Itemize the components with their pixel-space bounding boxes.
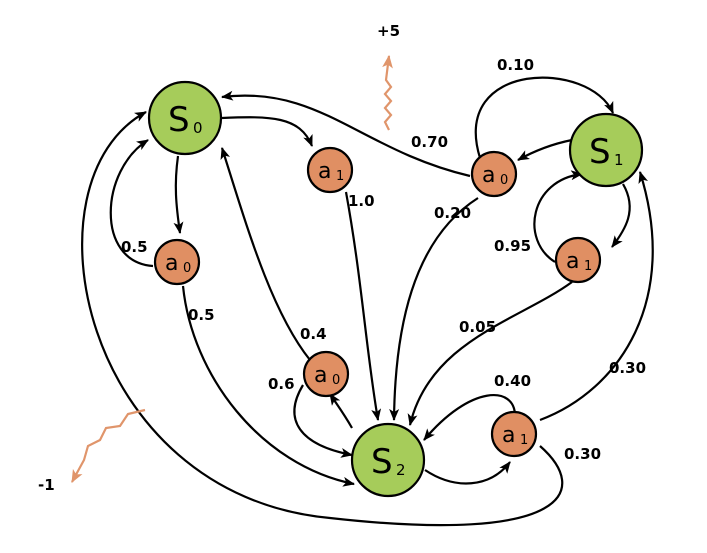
edge-s1a0-to-s1 (474, 76, 615, 159)
reward-negative-label: -1 (38, 476, 55, 494)
edge-s2a0-to-s2 (293, 384, 353, 458)
svg-text:a: a (482, 163, 495, 188)
state-s2: S 2 (350, 422, 426, 498)
prob-s0a0-s0: 0.5 (121, 238, 148, 256)
svg-text:S: S (371, 442, 393, 482)
edge-s1a0-to-s0 (221, 90, 471, 178)
svg-text:2: 2 (396, 461, 406, 479)
svg-text:a: a (165, 251, 178, 276)
svg-text:1: 1 (336, 169, 344, 184)
action-s2-a1: a 1 (490, 410, 538, 458)
prob-s2a0-s0: 0.4 (300, 325, 327, 343)
action-s0-a0: a 0 (153, 238, 201, 286)
prob-s0a1-s2: 1.0 (348, 192, 375, 210)
prob-s1a0-s0: 0.70 (411, 133, 448, 151)
svg-text:1: 1 (520, 433, 528, 448)
svg-text:0: 0 (183, 261, 191, 276)
edge-s1a1-to-s1 (533, 170, 583, 263)
edge-s2a0-to-s0 (220, 147, 311, 361)
edge-s1-to-s1a1 (611, 183, 631, 248)
edge-s0-to-s0a1 (221, 116, 314, 147)
action-s1-a1: a 1 (554, 236, 602, 284)
svg-text:S: S (589, 132, 611, 172)
svg-text:a: a (314, 363, 327, 388)
prob-s1a1-s1: 0.95 (494, 237, 531, 255)
action-s1-a0: a 0 (470, 150, 518, 198)
edge-s0a0-to-s2 (181, 285, 355, 487)
edge-s2-to-s2a0 (329, 393, 353, 429)
reward-negative-arrow (71, 408, 146, 483)
action-s2-a0: a 0 (302, 350, 350, 398)
edge-s2a1-to-s1 (539, 171, 654, 422)
edge-s0a1-to-s2 (344, 191, 382, 421)
edge-s0a0-to-s0 (109, 139, 154, 268)
svg-text:a: a (502, 423, 515, 448)
svg-text:0: 0 (193, 119, 203, 137)
svg-text:1: 1 (614, 151, 624, 169)
edge-s1-to-s1a0 (517, 138, 573, 161)
edge-s2a1-to-s2 (423, 394, 517, 441)
prob-s2a1-s1: 0.30 (609, 359, 646, 377)
svg-text:a: a (566, 249, 579, 274)
prob-s2a1-s2: 0.40 (494, 372, 531, 390)
reward-positive-arrow (382, 54, 393, 131)
svg-text:0: 0 (500, 173, 508, 188)
action-s0-a1: a 1 (306, 146, 354, 194)
edge-s2a1-to-s0 (81, 111, 564, 527)
edge-s1a0-to-s2 (389, 197, 479, 421)
prob-s2a0-s2: 0.6 (268, 375, 295, 393)
svg-text:a: a (318, 159, 331, 184)
svg-text:0: 0 (332, 373, 340, 388)
state-s0: S 0 (147, 80, 223, 156)
svg-text:1: 1 (584, 259, 592, 274)
prob-s0a0-s2: 0.5 (188, 306, 215, 324)
edge-s1a1-to-s2 (407, 281, 573, 426)
svg-text:S: S (168, 100, 190, 140)
edge-s2-to-s2a1 (424, 461, 511, 485)
prob-s2a1-s0: 0.30 (564, 445, 601, 463)
state-s1: S 1 (568, 112, 644, 188)
edge-s0-to-s0a0 (173, 155, 184, 234)
prob-s1a0-s1: 0.10 (497, 56, 534, 74)
prob-s1a1-s2: 0.05 (459, 318, 496, 336)
reward-positive-label: +5 (377, 22, 400, 40)
prob-s1a0-s2: 0.20 (434, 204, 471, 222)
